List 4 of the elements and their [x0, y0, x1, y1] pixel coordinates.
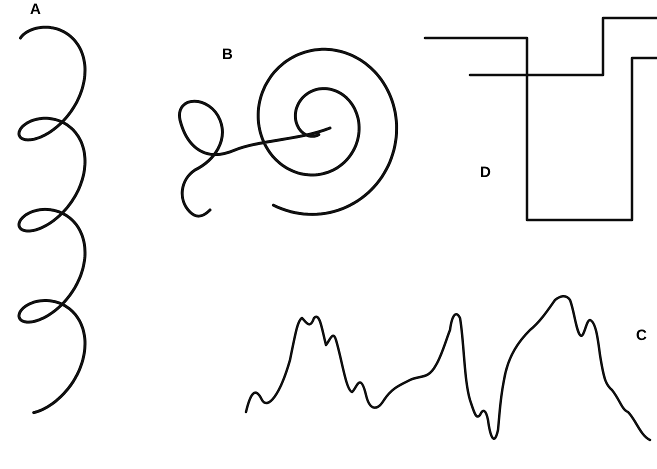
- panel-letter: D: [480, 165, 491, 180]
- panel-letter: A: [30, 2, 41, 17]
- panel-letter: C: [636, 328, 647, 343]
- panel-letter: B: [222, 47, 233, 62]
